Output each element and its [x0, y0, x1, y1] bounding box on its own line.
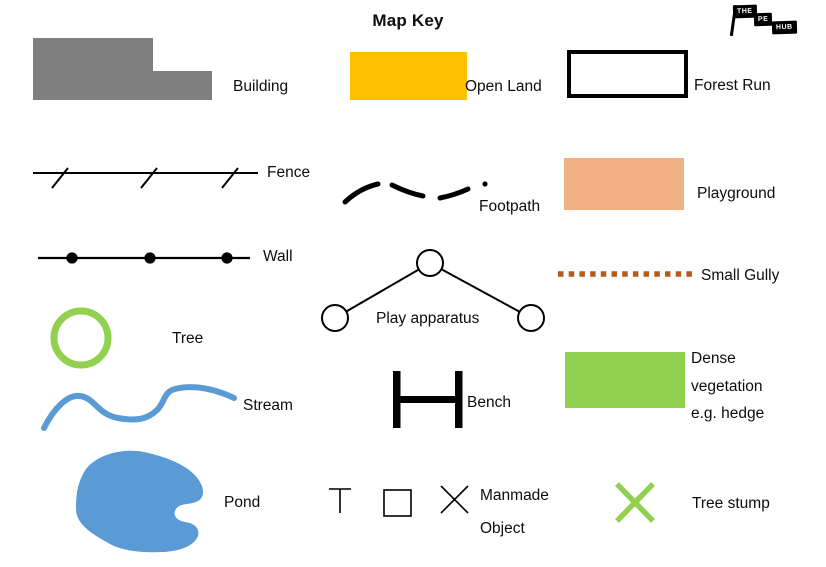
- footpath-dash: [342, 181, 381, 205]
- fence-label: Fence: [267, 164, 311, 181]
- stump-cross: [615, 482, 655, 523]
- footpath-symbol: [342, 181, 488, 205]
- tree-stump-symbol: [615, 482, 655, 523]
- open-land-label: Open Land: [465, 78, 542, 95]
- wall-dot: [221, 252, 233, 264]
- manmade-object-label: Manmade Object: [480, 487, 549, 537]
- footpath-dash: [389, 182, 426, 199]
- apparatus-leg: [429, 262, 532, 319]
- pe-hub-logo: THE PE HUB: [726, 2, 806, 40]
- playground-label: Playground: [697, 185, 776, 202]
- apparatus-node: [321, 304, 349, 332]
- logo-flag-pe: PE: [753, 12, 773, 27]
- wall-symbol: [38, 252, 250, 264]
- building-shape: [33, 38, 212, 100]
- wall-dot: [66, 252, 78, 264]
- tree-label: Tree: [172, 330, 204, 347]
- fence-tick: [221, 167, 239, 189]
- stream-symbol: [41, 384, 237, 431]
- manmade-object-symbol: [329, 485, 469, 517]
- tree-symbol: [50, 307, 112, 369]
- bench-symbol: [393, 371, 463, 428]
- pond-label: Pond: [224, 494, 261, 511]
- forest-run-label: Forest Run: [694, 77, 771, 94]
- play-apparatus-symbol: [321, 249, 545, 332]
- x-marker: [440, 485, 469, 514]
- stream-label: Stream: [243, 397, 293, 414]
- dense-vegetation-symbol: [565, 352, 685, 408]
- small-gully-symbol: [558, 271, 696, 277]
- play-apparatus-label: Play apparatus: [376, 310, 480, 327]
- pond-symbol: [76, 450, 204, 553]
- footpath-label: Footpath: [479, 198, 541, 215]
- fence-tick: [140, 167, 158, 189]
- page-title: Map Key: [372, 11, 444, 30]
- wall-label: Wall: [263, 248, 293, 265]
- bench-label: Bench: [467, 394, 511, 411]
- apparatus-node: [517, 304, 545, 332]
- forest-run-symbol: [567, 50, 688, 98]
- logo-flag-hub: HUB: [771, 20, 797, 35]
- tree-stump-label: Tree stump: [692, 495, 770, 512]
- building-label: Building: [233, 78, 289, 95]
- small-gully-label: Small Gully: [701, 267, 780, 284]
- fence-tick: [51, 167, 69, 189]
- bench-seat: [393, 396, 462, 403]
- square-marker: [383, 489, 412, 517]
- pond-blob: [76, 450, 204, 553]
- footpath-dash: [437, 186, 471, 201]
- stream-line: [41, 384, 237, 431]
- fence-symbol: [33, 167, 258, 189]
- open-land-symbol: [350, 52, 467, 100]
- playground-symbol: [564, 158, 684, 210]
- footpath-dot: [482, 181, 488, 187]
- dense-vegetation-label: Dense vegetation e.g. hedge: [691, 350, 765, 422]
- tree-circle: [50, 307, 112, 369]
- building-symbol: [33, 38, 212, 100]
- apparatus-leg: [334, 262, 431, 319]
- apparatus-node: [416, 249, 444, 277]
- wall-dot: [144, 252, 156, 264]
